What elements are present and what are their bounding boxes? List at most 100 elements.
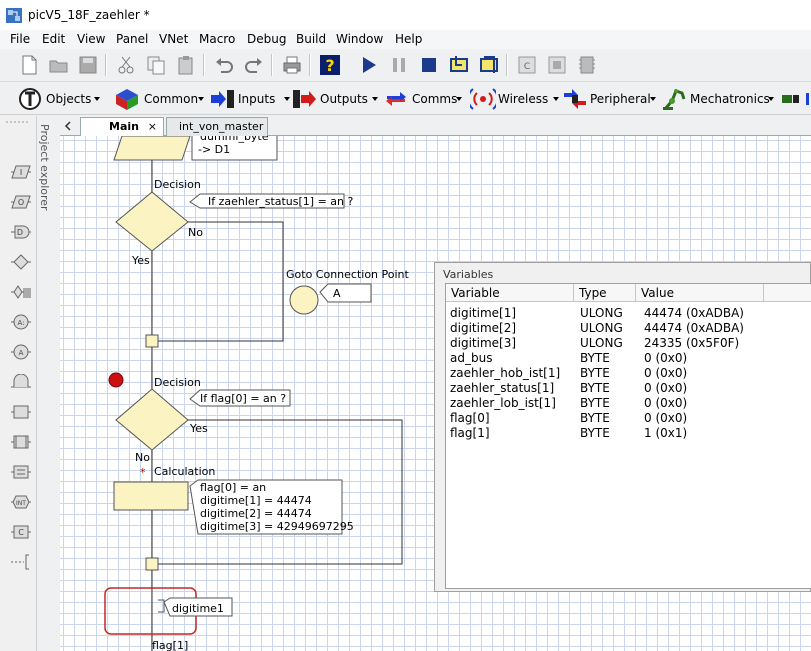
goto-label: Goto Connection Point bbox=[286, 268, 410, 281]
stop-icon[interactable] bbox=[418, 54, 440, 76]
menu-window[interactable]: Window bbox=[336, 32, 384, 46]
palette-grip bbox=[6, 121, 28, 123]
project-explorer-label[interactable]: Project explorer bbox=[38, 124, 51, 211]
delay-icon[interactable]: D bbox=[10, 224, 32, 240]
tab-int-von-master[interactable]: int_von_master bbox=[166, 117, 268, 136]
common-menu[interactable]: Common bbox=[112, 87, 204, 111]
menu-edit[interactable]: Edit bbox=[42, 32, 66, 46]
step-over-icon[interactable] bbox=[478, 54, 500, 76]
tab-main[interactable]: Main × bbox=[80, 117, 164, 137]
svg-text:INT: INT bbox=[16, 500, 26, 507]
header-variable[interactable]: Variable bbox=[446, 284, 574, 302]
var-value: 44474 (0xADBA) bbox=[644, 321, 744, 335]
menu-view[interactable]: View bbox=[77, 32, 106, 46]
table-row[interactable]: zaehler_hob_ist[1] BYTE 0 (0x0) bbox=[446, 366, 811, 381]
step-into-icon[interactable] bbox=[448, 54, 470, 76]
menu-help[interactable]: Help bbox=[395, 32, 423, 46]
output-text-1: dummi_byte bbox=[200, 136, 269, 143]
decision2-yes-branch bbox=[152, 419, 403, 565]
mechatronics-menu[interactable]: Mechatronics bbox=[662, 87, 778, 111]
output-icon[interactable]: O bbox=[10, 194, 32, 210]
input-icon[interactable]: I bbox=[10, 164, 32, 180]
c-code-icon[interactable]: C bbox=[10, 524, 32, 540]
connection-point-icon[interactable]: A: bbox=[10, 314, 32, 330]
menu-macro[interactable]: Macro bbox=[199, 32, 236, 46]
comms-menu[interactable]: Comms bbox=[384, 87, 468, 111]
tab-int-von-master-label: int_von_master bbox=[179, 120, 264, 133]
project-explorer-strip[interactable] bbox=[36, 116, 60, 651]
comms-label: Comms bbox=[412, 92, 458, 106]
decision-icon[interactable] bbox=[10, 254, 32, 270]
variables-list[interactable]: Variable Type Value digitime[1] ULONG 44… bbox=[445, 283, 811, 589]
table-row[interactable]: flag[0] BYTE 0 (0x0) bbox=[446, 411, 811, 426]
variables-title: Variables bbox=[443, 268, 494, 281]
compile-hex-icon[interactable] bbox=[546, 54, 568, 76]
main-toolbar bbox=[0, 49, 811, 82]
table-row[interactable]: ad_bus BYTE 0 (0x0) bbox=[446, 351, 811, 366]
macro-comment-box[interactable] bbox=[163, 597, 233, 617]
new-file-icon[interactable] bbox=[18, 54, 40, 76]
pause-icon[interactable] bbox=[388, 54, 410, 76]
flowchart-diagram[interactable]: dummi_byte -> D1 Decision If zaehler_sta… bbox=[60, 136, 811, 651]
help-icon[interactable]: ? bbox=[319, 54, 341, 76]
outputs-menu[interactable]: Outputs bbox=[292, 87, 380, 111]
table-row[interactable]: digitime[3] ULONG 24335 (0x5F0F) bbox=[446, 336, 811, 351]
calculation-shape[interactable] bbox=[113, 481, 189, 511]
decision2-comment-box bbox=[189, 389, 291, 407]
chevron-down-icon bbox=[650, 97, 656, 101]
macro-call-icon[interactable] bbox=[10, 464, 32, 480]
menu-debug[interactable]: Debug bbox=[247, 32, 287, 46]
more-components-icon[interactable] bbox=[782, 91, 811, 107]
redo-icon[interactable] bbox=[243, 54, 265, 76]
svg-text:?: ? bbox=[325, 56, 334, 75]
table-row[interactable]: digitime[2] ULONG 44474 (0xADBA) bbox=[446, 321, 811, 336]
run-icon[interactable] bbox=[358, 54, 380, 76]
decision1-shape[interactable] bbox=[115, 191, 189, 252]
inputs-label: Inputs bbox=[238, 92, 276, 106]
mechatronics-label: Mechatronics bbox=[690, 92, 770, 106]
table-row[interactable]: zaehler_status[1] BYTE 0 (0x0) bbox=[446, 381, 811, 396]
menu-file[interactable]: File bbox=[10, 32, 31, 46]
save-icon[interactable] bbox=[77, 54, 99, 76]
close-icon[interactable]: × bbox=[147, 120, 157, 133]
table-row[interactable]: flag[1] BYTE 1 (0x1) bbox=[446, 426, 811, 441]
print-icon[interactable] bbox=[281, 54, 303, 76]
breakpoint-icon[interactable] bbox=[108, 372, 124, 388]
menu-vnet[interactable]: VNet bbox=[159, 32, 189, 46]
menu-build[interactable]: Build bbox=[296, 32, 327, 46]
table-row[interactable]: digitime[1] ULONG 44474 (0xADBA) bbox=[446, 306, 811, 321]
compile-chip-icon[interactable] bbox=[576, 54, 598, 76]
tab-scroll-left-icon[interactable] bbox=[64, 121, 72, 131]
table-row[interactable]: zaehler_lob_ist[1] BYTE 0 (0x0) bbox=[446, 396, 811, 411]
loop-icon[interactable] bbox=[10, 374, 32, 390]
menu-panel[interactable]: Panel bbox=[116, 32, 149, 46]
open-folder-icon[interactable] bbox=[48, 54, 70, 76]
peripheral-menu[interactable]: Peripheral bbox=[562, 87, 660, 111]
header-type[interactable]: Type bbox=[574, 284, 636, 302]
compile-c-icon[interactable]: C bbox=[516, 54, 538, 76]
cut-icon[interactable] bbox=[115, 54, 137, 76]
objects-menu[interactable]: Objects bbox=[16, 87, 104, 111]
macro-text: digitime1 bbox=[172, 602, 224, 615]
switch-icon[interactable] bbox=[10, 284, 32, 300]
variables-window[interactable]: Variables Variable Type Value digitime[1… bbox=[434, 262, 811, 592]
paste-icon[interactable] bbox=[175, 54, 197, 76]
var-value: 0 (0x0) bbox=[644, 351, 688, 365]
chevron-down-icon bbox=[553, 97, 559, 101]
goto-shape[interactable] bbox=[289, 285, 319, 315]
peripheral-icon bbox=[564, 89, 586, 109]
copy-icon[interactable] bbox=[145, 54, 167, 76]
comment-icon[interactable] bbox=[10, 554, 32, 570]
inputs-menu[interactable]: Inputs bbox=[210, 87, 290, 111]
decision2-label: Decision bbox=[154, 376, 201, 389]
goto-icon[interactable]: A bbox=[10, 344, 32, 360]
interrupt-icon[interactable]: INT bbox=[10, 494, 32, 510]
wireless-menu[interactable]: Wireless bbox=[470, 87, 560, 111]
undo-icon[interactable] bbox=[213, 54, 235, 76]
header-value[interactable]: Value bbox=[636, 284, 764, 302]
decision2-shape[interactable] bbox=[115, 388, 189, 451]
menu-bar bbox=[0, 30, 811, 49]
component-macro-icon[interactable] bbox=[10, 434, 32, 450]
output-shape[interactable] bbox=[113, 136, 191, 161]
calculation-icon[interactable] bbox=[10, 404, 32, 420]
